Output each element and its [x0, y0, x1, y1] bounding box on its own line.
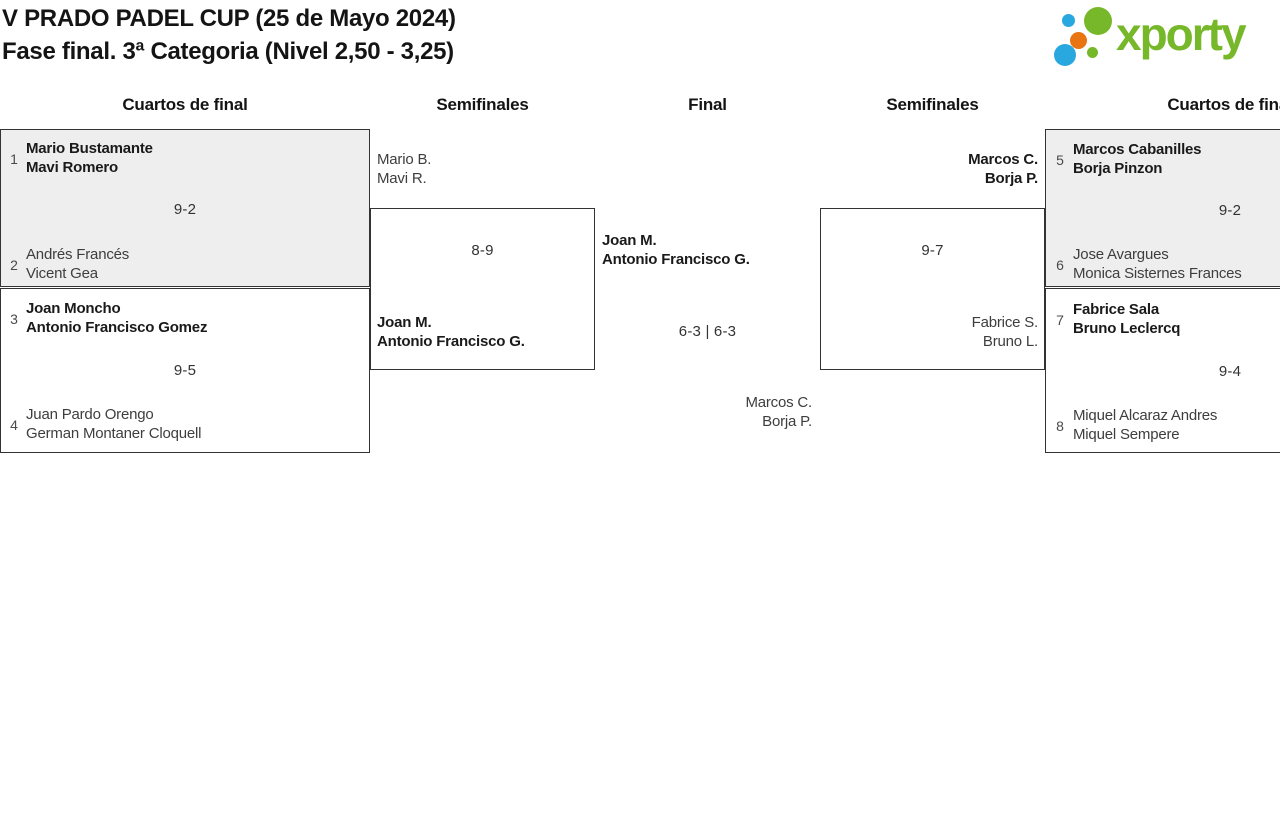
match-score: 9-2 — [173, 201, 197, 218]
seed-number: 7 — [1056, 312, 1064, 328]
match-score: 9-7 — [921, 242, 944, 259]
player-name: Mario Bustamante — [26, 140, 153, 157]
seed-number: 4 — [10, 417, 18, 433]
match-box-qf-right-2[interactable]: 7 Fabrice Sala Bruno Leclercq 9-4 8 Miqu… — [1045, 288, 1280, 453]
player-name: Marcos C. — [745, 394, 812, 411]
player-name: Joan M. — [602, 232, 657, 249]
round-header-final: Final — [688, 95, 727, 114]
team-names: Miquel Alcaraz Andres Miquel Sempere — [1073, 406, 1217, 444]
logo-dot-icon — [1084, 7, 1112, 35]
match-score: 9-4 — [1218, 363, 1242, 380]
team-names: Joan Moncho Antonio Francisco Gomez — [26, 299, 207, 337]
player-name: Mario B. — [377, 151, 432, 168]
team-names: Juan Pardo Orengo German Montaner Cloque… — [26, 405, 201, 443]
seed-number: 8 — [1056, 418, 1064, 434]
logo-wordmark: xporty — [1116, 8, 1247, 60]
xporty-logo[interactable]: xporty — [1050, 6, 1272, 70]
player-name: Vicent Gea — [26, 265, 98, 282]
team-names-sf-right-top: Marcos C. Borja P. — [968, 150, 1038, 188]
player-name: Juan Pardo Orengo — [26, 406, 154, 423]
team-names: Mario Bustamante Mavi Romero — [26, 139, 153, 177]
player-name: Andrés Francés — [26, 246, 130, 263]
team-names: Jose Avargues Monica Sisternes Frances — [1073, 245, 1242, 283]
player-name: Antonio Francisco Gomez — [26, 319, 208, 336]
team-names: Fabrice S. Bruno L. — [971, 313, 1039, 351]
team-names-sf-left-top: Mario B. Mavi R. — [377, 150, 431, 188]
player-name: Marcos C. — [968, 151, 1038, 168]
seed-number: 3 — [10, 311, 18, 327]
player-name: Antonio Francisco G. — [377, 333, 525, 350]
match-score: 8-9 — [471, 242, 494, 259]
logo-dot-icon — [1087, 47, 1098, 58]
player-name: Antonio Francisco G. — [602, 251, 750, 268]
seed-number: 1 — [10, 151, 18, 167]
player-name: Joan Moncho — [26, 300, 121, 317]
player-name: Bruno Leclercq — [1073, 320, 1181, 337]
round-header-sf-left: Semifinales — [436, 95, 529, 114]
page-title: V PRADO PADEL CUP (25 de Mayo 2024) — [2, 5, 456, 32]
player-name: Fabrice S. — [971, 314, 1039, 331]
player-name: Borja P. — [984, 170, 1038, 187]
round-header-sf-right: Semifinales — [886, 95, 979, 114]
final-score: 6-3 | 6-3 — [678, 323, 737, 340]
player-name: Borja P. — [762, 413, 812, 430]
seed-number: 5 — [1056, 152, 1064, 168]
player-name: Jose Avargues — [1073, 246, 1169, 263]
team-names-final-winner: Joan M. Antonio Francisco G. — [602, 231, 750, 269]
logo-dot-icon — [1070, 32, 1087, 49]
player-name: Miquel Sempere — [1073, 426, 1180, 443]
seed-number: 6 — [1056, 257, 1064, 273]
match-box-qf-left-2[interactable]: 3 Joan Moncho Antonio Francisco Gomez 9-… — [0, 288, 370, 453]
team-names: Fabrice Sala Bruno Leclercq — [1073, 300, 1180, 338]
team-names: Andrés Francés Vicent Gea — [26, 245, 129, 283]
page-subtitle: Fase final. 3ª Categoria (Nivel 2,50 - 3… — [2, 38, 454, 65]
player-name: Mavi R. — [377, 170, 427, 187]
logo-dot-icon — [1062, 14, 1075, 27]
round-header-qf-right: Cuartos de final — [1167, 95, 1280, 114]
match-box-qf-right-1[interactable]: 5 Marcos Cabanilles Borja Pinzon 9-2 6 J… — [1045, 129, 1280, 287]
player-name: Marcos Cabanilles — [1073, 141, 1202, 158]
page-header: V PRADO PADEL CUP (25 de Mayo 2024) Fase… — [2, 2, 456, 68]
team-names-final-runnerup: Marcos C. Borja P. — [745, 393, 812, 431]
player-name: Borja Pinzon — [1073, 160, 1163, 177]
player-name: Mavi Romero — [26, 159, 118, 176]
seed-number: 2 — [10, 257, 18, 273]
match-box-sf-left[interactable]: 8-9 Joan M. Antonio Francisco G. — [370, 208, 595, 370]
team-names: Marcos Cabanilles Borja Pinzon — [1073, 140, 1202, 178]
logo-dot-icon — [1054, 44, 1076, 66]
player-name: Miquel Alcaraz Andres — [1073, 407, 1218, 424]
match-box-sf-right[interactable]: 9-7 Fabrice S. Bruno L. — [820, 208, 1045, 370]
player-name: Monica Sisternes Frances — [1073, 265, 1242, 282]
player-name: German Montaner Cloquell — [26, 425, 202, 442]
match-box-qf-left-1[interactable]: 1 Mario Bustamante Mavi Romero 9-2 2 And… — [0, 129, 370, 287]
player-name: Bruno L. — [982, 333, 1038, 350]
round-header-qf-left: Cuartos de final — [122, 95, 248, 114]
team-names: Joan M. Antonio Francisco G. — [377, 313, 525, 351]
player-name: Joan M. — [377, 314, 432, 331]
match-score: 9-2 — [1218, 202, 1242, 219]
match-score: 9-5 — [173, 362, 197, 379]
player-name: Fabrice Sala — [1073, 301, 1159, 318]
